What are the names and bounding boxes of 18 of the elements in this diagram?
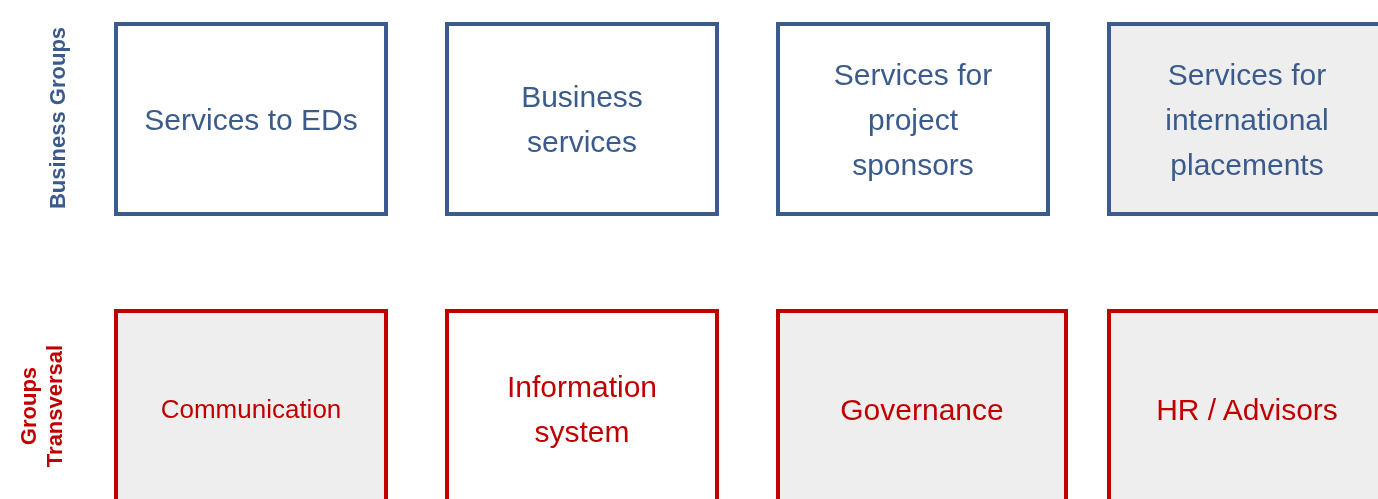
group-name: Information system: [505, 369, 659, 450]
group-box: [114, 309, 388, 499]
group-name: HR / Advisors: [1156, 391, 1338, 428]
group-box: [776, 309, 1068, 499]
group-box: [114, 22, 388, 216]
group-name: Governance: [840, 391, 1004, 428]
group-name: Services for project sponsors: [832, 56, 994, 183]
row-label: Groups Transversal: [15, 343, 68, 470]
group-box: [776, 22, 1050, 216]
group-name: Services to EDs: [144, 101, 358, 138]
group-name: Services for international placements: [1164, 56, 1330, 183]
group-box: [1107, 22, 1378, 216]
group-box: [445, 22, 719, 216]
group-name: Communication: [160, 392, 342, 426]
group-box: [1107, 309, 1378, 499]
row-label: Business Groups: [44, 26, 71, 210]
group-name: Business services: [520, 79, 644, 160]
group-box: [445, 309, 719, 499]
